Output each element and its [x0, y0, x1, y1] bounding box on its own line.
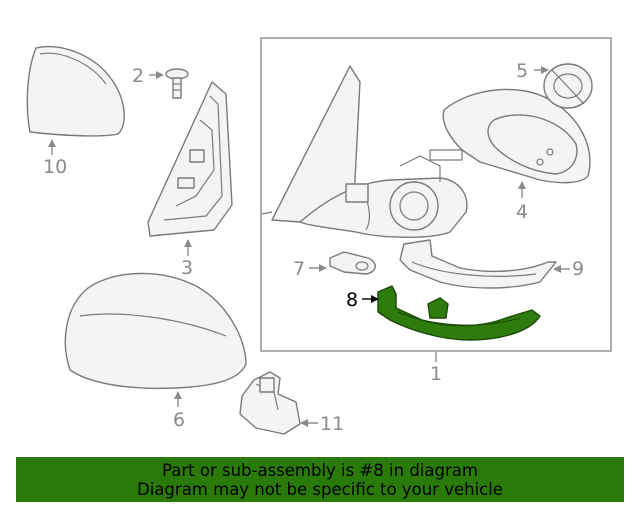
- callout-11: 11: [320, 413, 344, 435]
- part-11-sensor-module[interactable]: [239, 371, 301, 435]
- banner-line-1: Part or sub-assembly is #8 in diagram: [162, 461, 478, 480]
- banner-line-2: Diagram may not be specific to your vehi…: [137, 480, 503, 499]
- callout-10: 10: [43, 156, 67, 178]
- part-6-mirror-cover[interactable]: [64, 272, 247, 390]
- callout-6: 6: [173, 409, 185, 431]
- callout-8: 8: [346, 289, 358, 311]
- part-7-gasket[interactable]: [329, 251, 376, 275]
- callout-9: 9: [572, 258, 584, 280]
- callout-2: 2: [132, 65, 144, 87]
- callout-7: 7: [293, 258, 305, 280]
- part-8-turn-signal-housing[interactable]: [377, 285, 541, 341]
- selection-banner: Part or sub-assembly is #8 in diagram Di…: [16, 457, 624, 502]
- assembly-box: [260, 37, 612, 352]
- part-10-mirror-glass[interactable]: [26, 45, 125, 137]
- part-2-screw[interactable]: [165, 68, 189, 99]
- part-1-mirror-housing-assembly[interactable]: [261, 65, 468, 238]
- callout-1: 1: [430, 363, 442, 385]
- part-5-adjustment-motor[interactable]: [543, 63, 593, 109]
- part-3-base-bracket[interactable]: [147, 81, 233, 237]
- part-9-turn-signal-lens[interactable]: [399, 239, 557, 289]
- callout-5: 5: [516, 60, 528, 82]
- part-4-mirror-frame[interactable]: [429, 88, 591, 184]
- callout-4: 4: [516, 201, 528, 223]
- callout-3: 3: [181, 257, 193, 279]
